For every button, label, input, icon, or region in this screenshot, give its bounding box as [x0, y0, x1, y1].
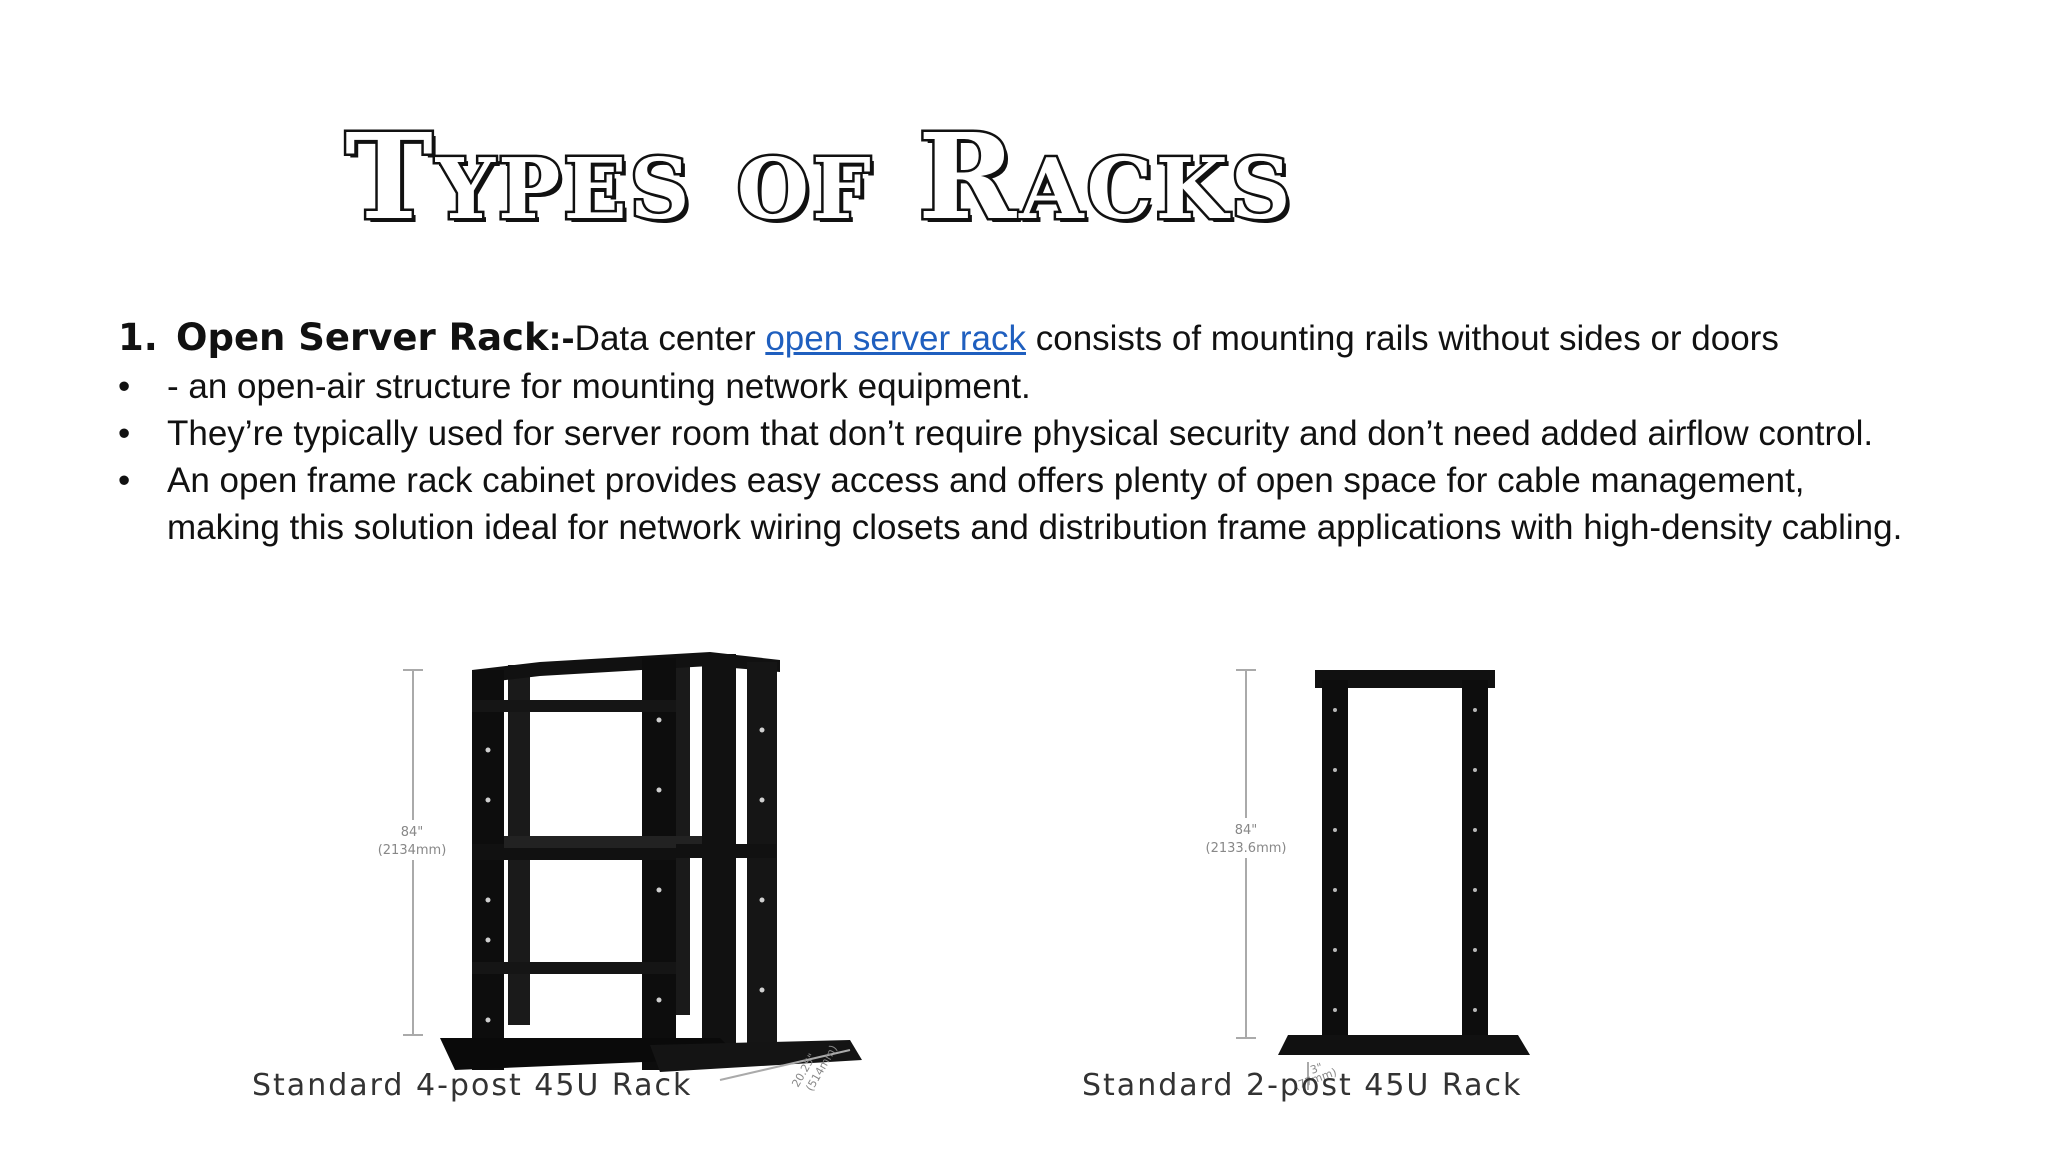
section-separator: :-	[548, 320, 575, 358]
bullet-item: • - an open-air structure for mounting n…	[118, 363, 1998, 410]
bullet-text: An open frame rack cabinet provides easy…	[167, 461, 1903, 547]
height-label: 84"	[401, 825, 424, 840]
two-post-rack-illustration: 84" (2133.6mm) 3" (77mm)	[1190, 669, 1530, 1093]
bullet-text: They’re typically used for server room t…	[167, 414, 1874, 453]
bullet-item: • They’re typically used for server room…	[118, 410, 1998, 457]
four-post-rack-caption: Standard 4-post 45U Rack	[252, 1068, 693, 1103]
two-post-rack-figure: 84" (2133.6mm) 3" (77mm)	[1060, 650, 1720, 1110]
section-intro-end: consists of mounting rails without sides…	[1026, 319, 1779, 358]
four-post-rack-figure: 84" (2134mm) 20.25" (514mm)	[250, 640, 890, 1110]
bullet-marker: •	[118, 367, 131, 406]
height-label-mm: (2134mm)	[378, 843, 447, 858]
section-heading: 1. Open Server Rack:-Data center open ser…	[118, 314, 1998, 363]
bullet-text: - an open-air structure for mounting net…	[167, 367, 1031, 406]
height-label: 84"	[1235, 823, 1258, 838]
section-name: Open Server Rack	[176, 316, 549, 359]
bullet-marker: •	[118, 414, 131, 453]
bullet-marker: •	[118, 461, 131, 500]
slide-body: 1. Open Server Rack:-Data center open ser…	[118, 314, 1998, 551]
bullet-list: • - an open-air structure for mounting n…	[118, 363, 1998, 551]
depth-label: 3"	[1309, 1060, 1325, 1076]
section-number: 1.	[118, 316, 158, 359]
bullet-item: • An open frame rack cabinet provides ea…	[118, 457, 1907, 551]
height-label-mm: (2133.6mm)	[1206, 841, 1287, 856]
section-intro-start: Data center	[574, 319, 766, 358]
two-post-rack-caption: Standard 2-post 45U Rack	[1082, 1068, 1523, 1103]
open-server-rack-link[interactable]: open server rack	[765, 319, 1026, 358]
slide-title: Types of Racks	[343, 107, 1294, 246]
four-post-rack-illustration: 84" (2134mm) 20.25" (514mm)	[370, 652, 862, 1094]
